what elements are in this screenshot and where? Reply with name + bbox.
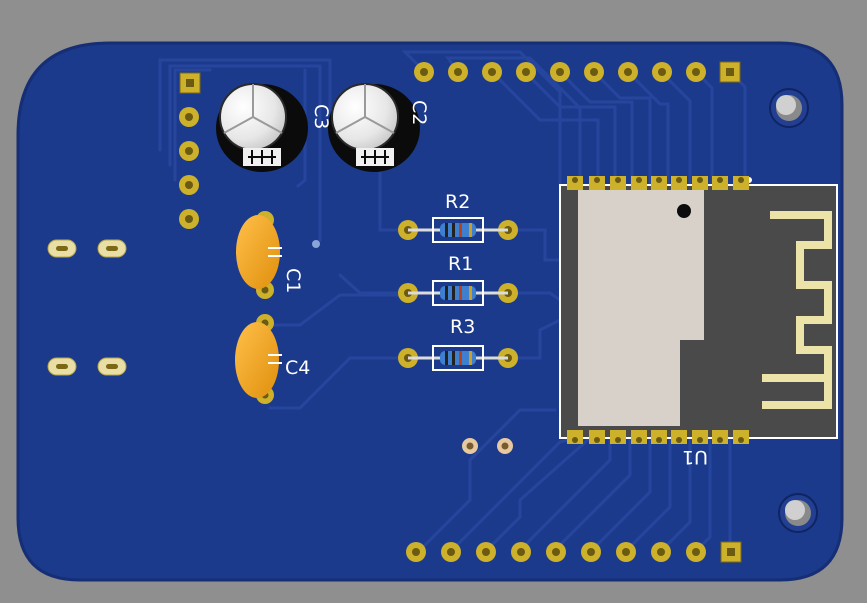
label-c3: C3: [310, 104, 332, 129]
capacitor-c2: [328, 83, 420, 172]
antenna-icon: [762, 211, 832, 409]
capacitor-c4: [235, 314, 282, 404]
label-r2: R2: [445, 191, 470, 213]
module-u1: [559, 176, 838, 444]
left-pin-header: [179, 72, 201, 229]
resistor-r3: [398, 345, 518, 371]
mounting-hole-icon: [769, 88, 809, 128]
label-r3: R3: [450, 316, 475, 338]
slot-pads: [47, 239, 127, 376]
label-c4: C4: [285, 357, 310, 379]
label-r1: R1: [448, 253, 473, 275]
top-pin-header: [414, 61, 741, 83]
mounting-hole-icon: [778, 493, 818, 533]
copper-traces: [158, 50, 747, 554]
test-pads: [312, 240, 513, 454]
label-c1: C1: [282, 268, 304, 293]
bottom-pin-header: [406, 541, 742, 563]
capacitor-c3: [216, 83, 308, 172]
resistor-r1: [398, 280, 518, 306]
capacitor-c1: [236, 211, 282, 299]
label-u1: U1: [682, 446, 708, 468]
label-c2: C2: [408, 100, 430, 125]
resistor-r2: [398, 217, 518, 243]
